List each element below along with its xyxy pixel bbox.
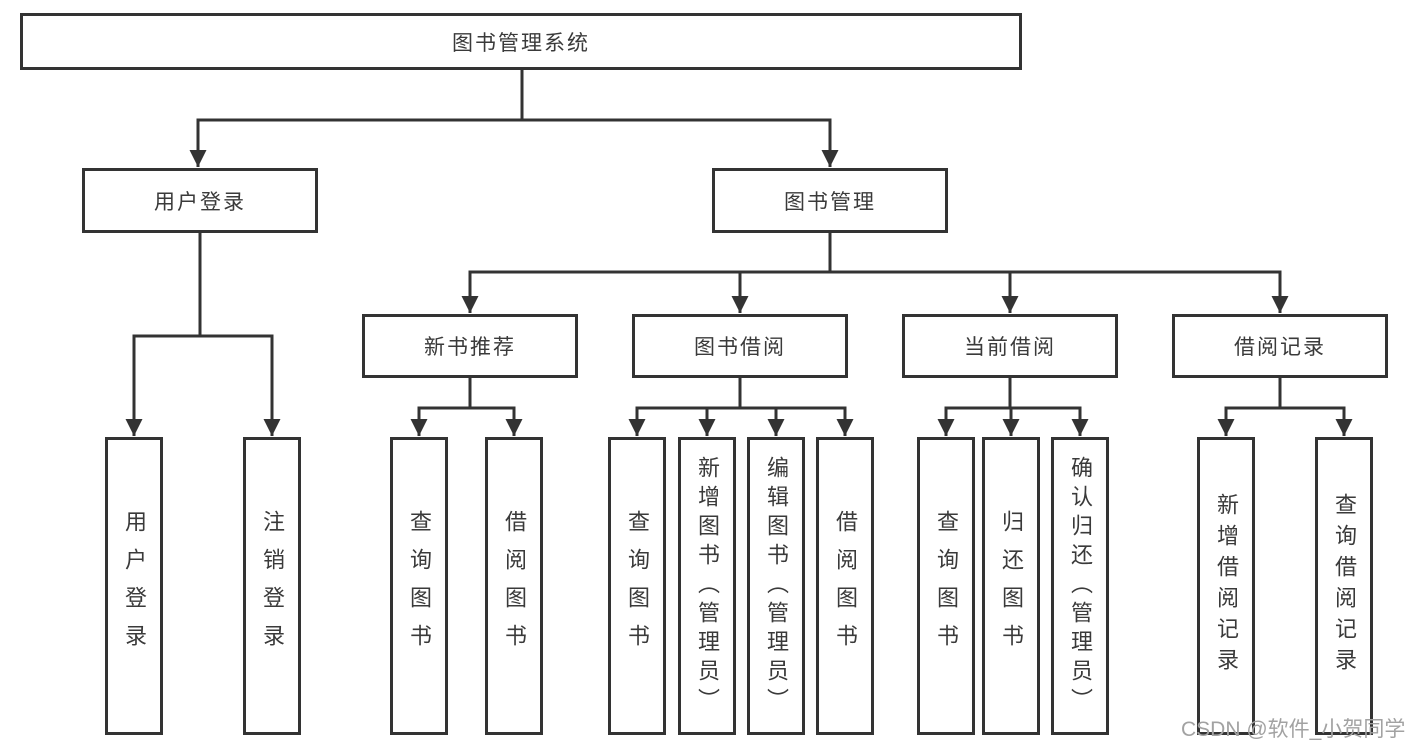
node-current-borrowing: 当前借阅 (902, 314, 1118, 378)
node-borrowing-records: 借阅记录 (1172, 314, 1388, 378)
node-query-borrow-record: 查询借阅记录 (1315, 437, 1373, 735)
node-add-borrow-record: 新增借阅记录 (1197, 437, 1255, 735)
node-current-query-books: 查询图书 (917, 437, 975, 735)
node-book-management-group: 图书管理 (712, 168, 948, 233)
node-confirm-return-admin: 确认归还（管理员） (1051, 437, 1109, 735)
node-user-login: 用户登录 (105, 437, 163, 735)
csdn-watermark: CSDN @软件_小贺同学 (1181, 718, 1405, 741)
node-edit-books-admin: 编辑图书（管理员） (747, 437, 805, 735)
node-new-book-recommendation: 新书推荐 (362, 314, 578, 378)
node-borrowing-query-books: 查询图书 (608, 437, 666, 735)
node-newbook-query-books: 查询图书 (390, 437, 448, 735)
node-book-borrowing: 图书借阅 (632, 314, 848, 378)
node-root-system: 图书管理系统 (20, 13, 1022, 70)
node-return-books: 归还图书 (982, 437, 1040, 735)
node-logout: 注销登录 (243, 437, 301, 735)
node-add-books-admin: 新增图书（管理员） (678, 437, 736, 735)
node-borrowing-borrow-books: 借阅图书 (816, 437, 874, 735)
node-newbook-borrow-books: 借阅图书 (485, 437, 543, 735)
node-user-login-group: 用户登录 (82, 168, 318, 233)
